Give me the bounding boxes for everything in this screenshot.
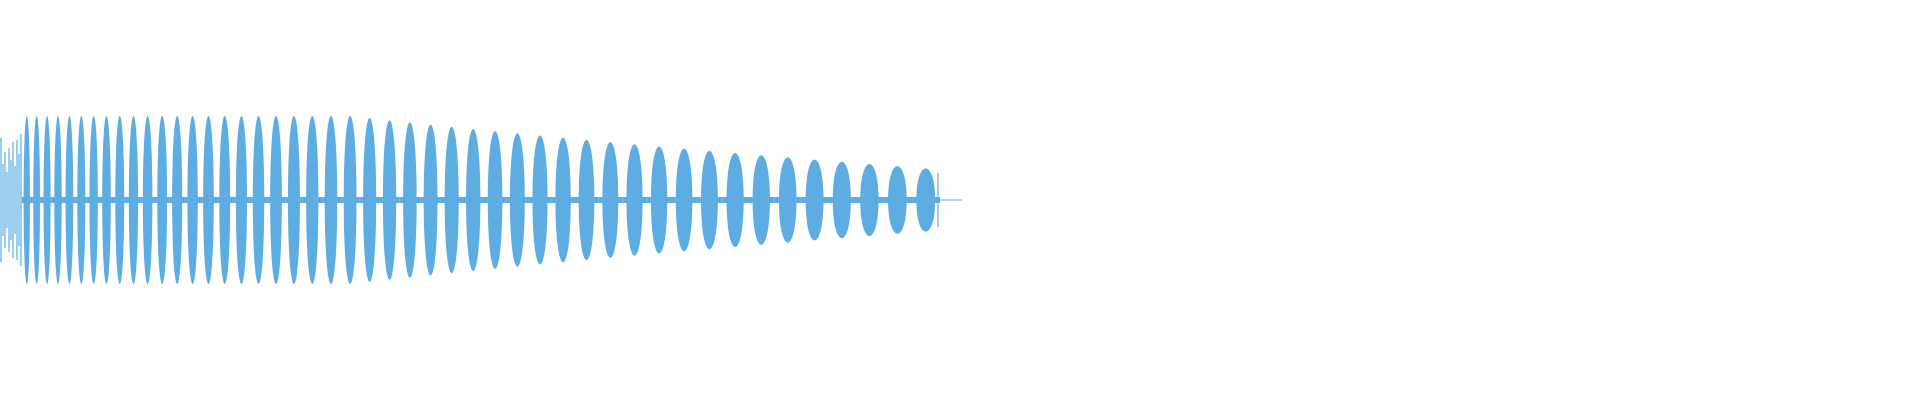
waveform-center-band xyxy=(31,197,42,203)
waveform-center-band xyxy=(302,197,322,203)
waveform-center-band xyxy=(379,197,400,203)
waveform-center-band xyxy=(828,197,856,203)
waveform-center-band xyxy=(41,197,53,203)
waveform-center-band xyxy=(154,197,170,203)
waveform-center-band xyxy=(801,197,829,203)
waveform-center-band xyxy=(52,197,64,203)
waveform-center-band xyxy=(200,197,217,203)
waveform-center-band xyxy=(321,197,341,203)
waveform-center-band xyxy=(420,197,442,203)
waveform-center-band xyxy=(22,197,32,203)
waveform-center-band xyxy=(696,197,723,203)
waveform-center-band xyxy=(249,197,268,203)
waveform-center-band xyxy=(646,197,672,203)
waveform-center-band xyxy=(87,197,100,203)
waveform-center-band xyxy=(484,197,507,203)
waveform-center-band xyxy=(140,197,155,203)
waveform-center-band xyxy=(359,197,380,203)
waveform-center-band xyxy=(528,197,552,203)
waveform-center-band xyxy=(99,197,113,203)
waveform-center-band xyxy=(462,197,485,203)
waveform-center-band xyxy=(169,197,185,203)
waveform-center-band xyxy=(441,197,463,203)
waveform-center-band xyxy=(506,197,529,203)
waveform-center-band xyxy=(855,197,884,203)
waveform-center-band xyxy=(551,197,575,203)
waveform-center-band xyxy=(340,197,360,203)
waveform-center-band xyxy=(232,197,250,203)
waveform-center-band xyxy=(267,197,285,203)
waveform-center-band xyxy=(598,197,623,203)
waveform-center-band xyxy=(722,197,749,203)
waveform-center-band xyxy=(574,197,599,203)
waveform-center-band xyxy=(399,197,421,203)
waveform-center-band xyxy=(748,197,775,203)
waveform-center-band xyxy=(75,197,88,203)
waveform-center-band xyxy=(622,197,647,203)
waveform-center-band xyxy=(284,197,303,203)
waveform-center-band xyxy=(774,197,802,203)
waveform-center-band xyxy=(911,197,940,203)
waveform-center-band xyxy=(113,197,127,203)
waveform-center-band xyxy=(126,197,141,203)
waveform-center-band xyxy=(216,197,233,203)
waveform-center-band xyxy=(671,197,697,203)
waveform-center-band xyxy=(883,197,912,203)
waveform-center-band xyxy=(184,197,201,203)
waveform-lobes xyxy=(0,116,940,284)
waveform-center-band xyxy=(63,197,76,203)
